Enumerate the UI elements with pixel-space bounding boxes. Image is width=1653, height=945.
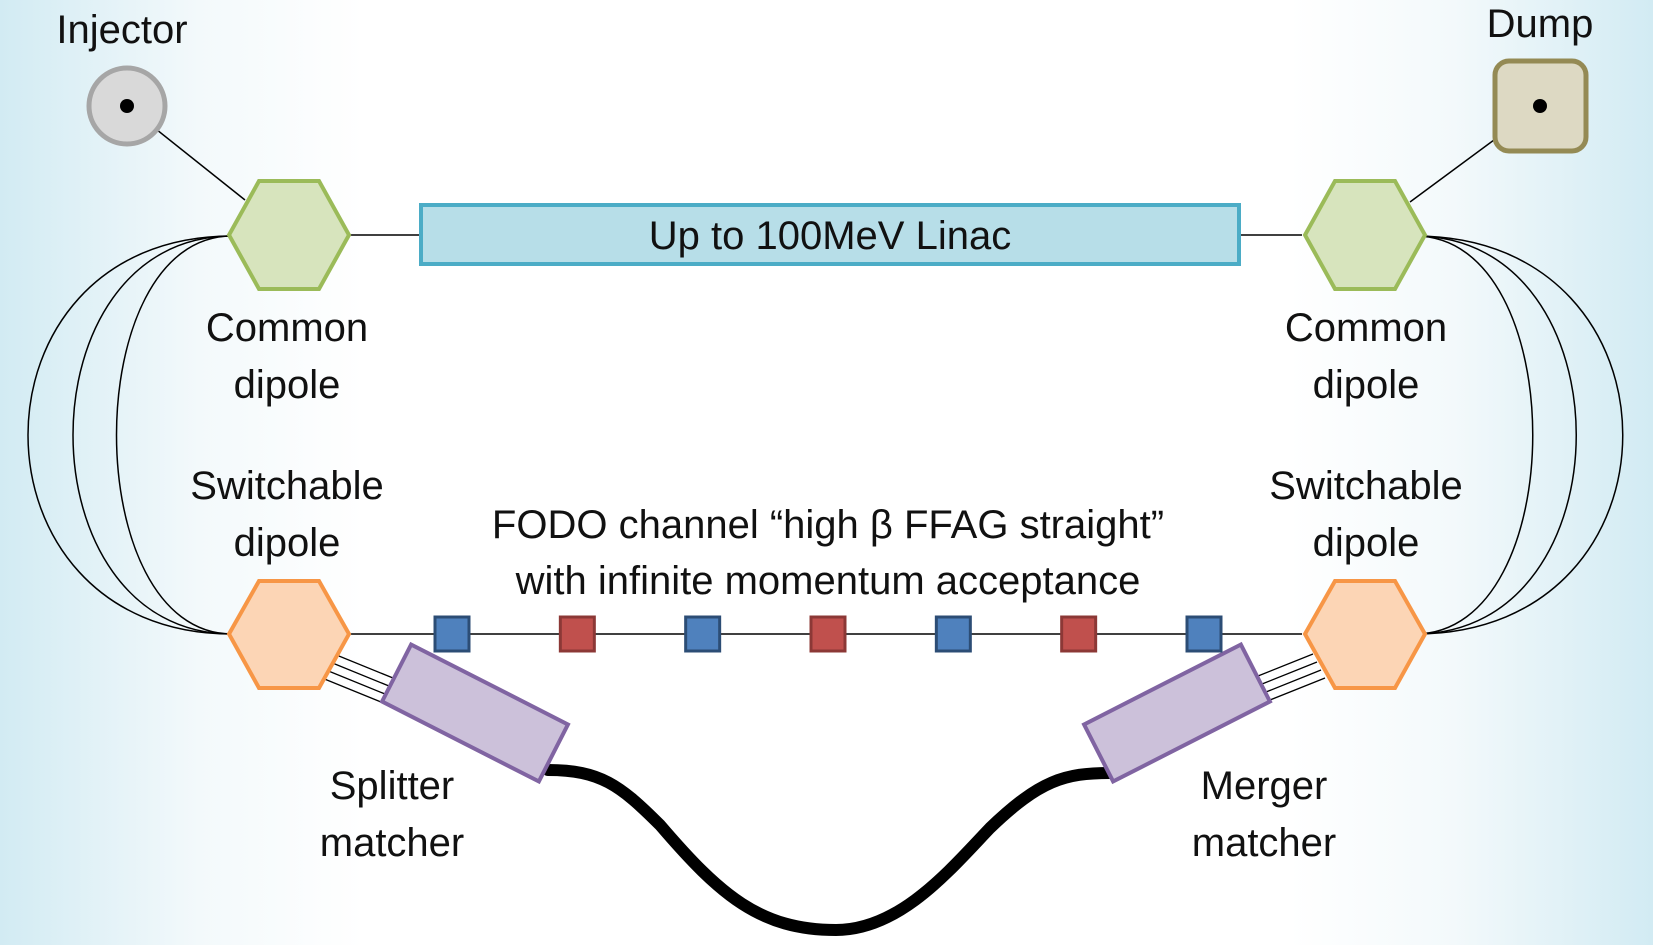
- splitter-fan-lines: [321, 653, 394, 703]
- focusing-quadrupole-7: [1185, 615, 1223, 653]
- splitter-matcher-box: [379, 641, 571, 785]
- fodo-channel-line2: with infinite momentum acceptance: [515, 559, 1141, 603]
- common-dipole-left-line1: Common: [205, 306, 369, 350]
- merger-matcher-box: [1081, 641, 1273, 785]
- switchable-dipole-left-line2: dipole: [233, 521, 341, 565]
- focusing-quadrupole-3: [684, 615, 722, 653]
- arc-right-inner: [1414, 235, 1534, 635]
- arc-left-outer: [27, 235, 233, 635]
- merger-fan-lines: [1257, 653, 1326, 701]
- arc-left-middle: [72, 235, 233, 635]
- fodo-channel-label: FODO channel “high β FFAG straight” with…: [492, 501, 1164, 605]
- switchable-dipole-left-line1: Switchable: [190, 464, 384, 508]
- merger-matcher-line2: matcher: [1191, 821, 1337, 865]
- dump-label: Dump: [1486, 2, 1594, 46]
- common-dipole-right-hexagon: [1302, 179, 1428, 291]
- splitter-matcher-label: Splitter matcher: [320, 762, 465, 867]
- arc-right-middle: [1414, 235, 1577, 635]
- common-dipole-right-label: Common dipole: [1285, 304, 1447, 409]
- left-recirculation-arcs: [27, 235, 233, 635]
- injector-dot: [120, 99, 134, 113]
- fodo-channel-line1: FODO channel “high β FFAG straight”: [491, 503, 1165, 547]
- merger-matcher-line1: Merger: [1200, 764, 1328, 808]
- defocusing-quadrupole-2: [558, 615, 596, 653]
- fodo-magnets: [433, 615, 1223, 653]
- switchable-dipole-right-hexagon: [1302, 579, 1428, 690]
- arc-right-outer: [1414, 235, 1624, 635]
- switchable-dipole-right-label: Switchable dipole: [1269, 462, 1462, 567]
- common-dipole-left-label: Common dipole: [206, 304, 368, 409]
- splitter-matcher-line2: matcher: [319, 821, 465, 865]
- focusing-quadrupole-1: [433, 615, 471, 653]
- common-dipole-right-line1: Common: [1284, 306, 1448, 350]
- common-dipole-left-line2: dipole: [233, 363, 341, 407]
- injector-label: Injector: [56, 8, 188, 52]
- switchable-dipole-left-hexagon: [226, 579, 352, 690]
- splitter-matcher-line1: Splitter: [329, 764, 455, 808]
- switchable-dipole-left-label: Switchable dipole: [190, 462, 383, 567]
- switchable-dipole-right-line1: Switchable: [1269, 464, 1463, 508]
- linac-label: Up to 100MeV Linac: [648, 214, 1012, 258]
- switchable-dipole-right-line2: dipole: [1312, 521, 1420, 565]
- right-recirculation-arcs: [1414, 235, 1624, 635]
- focusing-quadrupole-5: [934, 615, 972, 653]
- transfer-line: [542, 764, 1116, 937]
- dump-dot: [1533, 99, 1547, 113]
- defocusing-quadrupole-6: [1060, 615, 1098, 653]
- linac-box: [419, 203, 1241, 266]
- merger-matcher-label: Merger matcher: [1192, 762, 1337, 867]
- defocusing-quadrupole-4: [809, 615, 847, 653]
- arc-left-inner: [115, 235, 233, 635]
- common-dipole-right-line2: dipole: [1312, 363, 1420, 407]
- common-dipole-left-hexagon: [226, 179, 352, 291]
